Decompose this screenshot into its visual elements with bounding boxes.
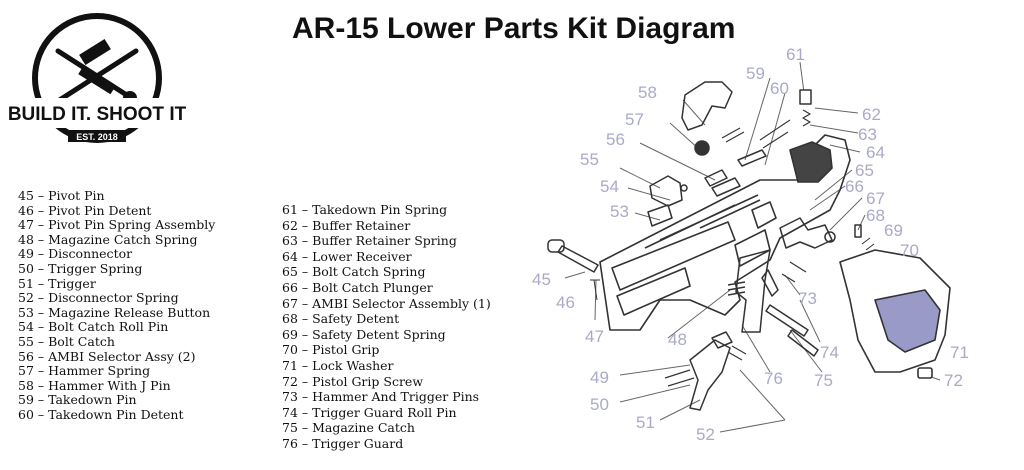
part-item: 60 – Takedown Pin Detent — [18, 406, 184, 422]
build-it-shoot-it-logo: BUILD IT. SHOOT IT EST. 2018 — [8, 13, 186, 143]
callout-54: 54 — [600, 177, 619, 196]
callout-62: 62 — [862, 105, 881, 124]
callout-60: 60 — [770, 79, 789, 98]
logo-est: EST. 2018 — [76, 132, 118, 142]
callout-70: 70 — [900, 241, 919, 260]
part-item: 69 – Safety Detent Spring — [282, 326, 446, 342]
callout-52: 52 — [696, 425, 715, 444]
callout-76: 76 — [764, 369, 783, 388]
lower-receiver-drawing — [599, 134, 851, 331]
callout-49: 49 — [590, 368, 609, 387]
callout-66: 66 — [845, 177, 864, 196]
part-item: 55 – Bolt Catch — [18, 333, 115, 349]
callout-50: 50 — [590, 395, 609, 414]
part-item: 74 – Trigger Guard Roll Pin — [282, 404, 457, 420]
pistol-grip-drawing — [839, 249, 951, 379]
part-item: 49 – Disconnector — [18, 246, 133, 262]
page-title: AR-15 Lower Parts Kit Diagram — [292, 12, 736, 45]
part-item: 54 – Bolt Catch Roll Pin — [18, 319, 169, 335]
part-item: 61 – Takedown Pin Spring — [282, 202, 448, 217]
part-item: 76 – Trigger Guard — [282, 435, 404, 451]
small-parts-drawing — [547, 81, 875, 411]
callout-63: 63 — [858, 125, 877, 144]
callout-61: 61 — [786, 45, 805, 64]
part-item: 46 – Pivot Pin Detent — [18, 202, 152, 218]
parts-list-left: 45 – Pivot Pin 46 – Pivot Pin Detent 47 … — [18, 188, 216, 423]
callout-59: 59 — [746, 64, 765, 83]
callout-53: 53 — [610, 202, 629, 221]
part-item: 57 – Hammer Spring — [18, 363, 151, 379]
callout-47: 47 — [585, 327, 604, 346]
part-item: 68 – Safety Detent — [282, 311, 400, 327]
exploded-parts-diagram: 45 46 47 48 49 50 51 52 53 54 55 56 57 5… — [532, 45, 969, 444]
part-item: 71 – Lock Washer — [282, 357, 394, 373]
part-item: 65 – Bolt Catch Spring — [282, 264, 426, 280]
part-item: 67 – AMBI Selector Assembly (1) — [282, 295, 491, 311]
callout-67: 67 — [866, 189, 885, 208]
part-item: 47 – Pivot Pin Spring Assembly — [18, 217, 216, 233]
leader-lines — [564, 61, 941, 433]
part-item: 63 – Buffer Retainer Spring — [282, 233, 457, 249]
logo-wordmark: BUILD IT. SHOOT IT — [8, 104, 186, 125]
part-item: 70 – Pistol Grip — [282, 342, 380, 358]
part-item: 50 – Trigger Spring — [18, 260, 143, 276]
part-item: 45 – Pivot Pin — [18, 188, 105, 203]
part-item: 72 – Pistol Grip Screw — [282, 373, 424, 389]
callout-57: 57 — [625, 110, 644, 129]
callout-72: 72 — [944, 371, 963, 390]
callout-65: 65 — [855, 161, 874, 180]
part-item: 48 – Magazine Catch Spring — [18, 231, 198, 247]
callout-73: 73 — [798, 289, 817, 308]
callout-56: 56 — [606, 130, 625, 149]
callout-69: 69 — [884, 221, 903, 240]
part-item: 56 – AMBI Selector Assy (2) — [18, 348, 196, 364]
parts-list-right: 61 – Takedown Pin Spring 62 – Buffer Ret… — [282, 202, 491, 452]
part-item: 51 – Trigger — [18, 275, 96, 291]
callout-75: 75 — [814, 371, 833, 390]
callout-68: 68 — [866, 206, 885, 225]
part-item: 75 – Magazine Catch — [282, 420, 415, 436]
part-item: 66 – Bolt Catch Plunger — [282, 279, 433, 295]
callout-58: 58 — [638, 83, 657, 102]
callout-51: 51 — [636, 413, 655, 432]
callout-numbers: 45 46 47 48 49 50 51 52 53 54 55 56 57 5… — [532, 45, 969, 444]
part-item: 59 – Takedown Pin — [18, 392, 137, 408]
part-item: 53 – Magazine Release Button — [18, 304, 211, 320]
callout-71: 71 — [950, 343, 969, 362]
callout-48: 48 — [668, 330, 687, 349]
part-item: 64 – Lower Receiver — [282, 248, 412, 264]
callout-64: 64 — [866, 143, 885, 162]
callout-45: 45 — [532, 270, 551, 289]
callout-46: 46 — [556, 293, 575, 312]
part-item: 62 – Buffer Retainer — [282, 217, 411, 233]
part-item: 73 – Hammer And Trigger Pins — [282, 389, 480, 405]
callout-55: 55 — [580, 150, 599, 169]
callout-74: 74 — [820, 343, 839, 362]
part-item: 52 – Disconnector Spring — [18, 290, 179, 306]
part-item: 58 – Hammer With J Pin — [18, 377, 171, 393]
